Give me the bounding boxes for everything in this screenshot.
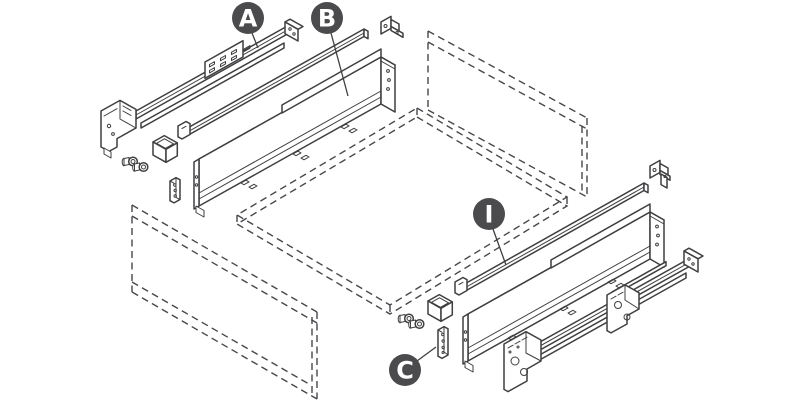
right-drawer-side-panel [462,203,665,373]
callout-C-circle [389,354,421,386]
callout-I: I [473,198,505,230]
drawer-bottom-panel-dashed [235,107,569,315]
drawer-back-panel-dashed [427,30,588,198]
front-fixing-bracket-left [169,176,181,204]
cover-cap-left [152,134,179,164]
left-drawer-side-panel [193,48,396,218]
right-drawer-runner [503,247,704,393]
callout-C-label: C [396,357,414,385]
callout-B-label: B [318,5,336,33]
callout-A-circle [232,2,264,34]
callout-C: C [389,354,421,386]
runner-end-cap-left [284,18,304,42]
runner-mounting-plate-left [204,39,244,80]
runner-rear-bracket-right [606,284,640,334]
screws-left [121,156,149,173]
runner-front-bracket-right [503,330,542,393]
callout-A: A [232,2,264,34]
callout-B-circle [311,2,343,34]
leader-B [330,32,349,97]
drawer-front-panel-dashed [131,204,318,400]
callout-B: B [311,2,343,34]
callout-leader-lines [251,32,507,362]
gallery-rail-left [177,28,369,140]
callout-I-circle [473,198,505,230]
runner-front-bracket-left [100,99,137,159]
leader-C [416,346,437,362]
cover-cap-right [427,293,454,323]
leader-I [492,228,507,266]
screws-right [397,313,425,330]
runner-end-cap-right [683,247,704,273]
rear-corner-bracket-left [380,15,404,39]
right-front-fixing-bracket [437,325,449,360]
rear-corner-bracket-right [649,159,671,189]
callout-I-label: I [485,201,494,229]
callout-A-label: A [239,5,258,33]
leader-A [251,32,259,49]
right-gallery-rail [454,182,649,296]
